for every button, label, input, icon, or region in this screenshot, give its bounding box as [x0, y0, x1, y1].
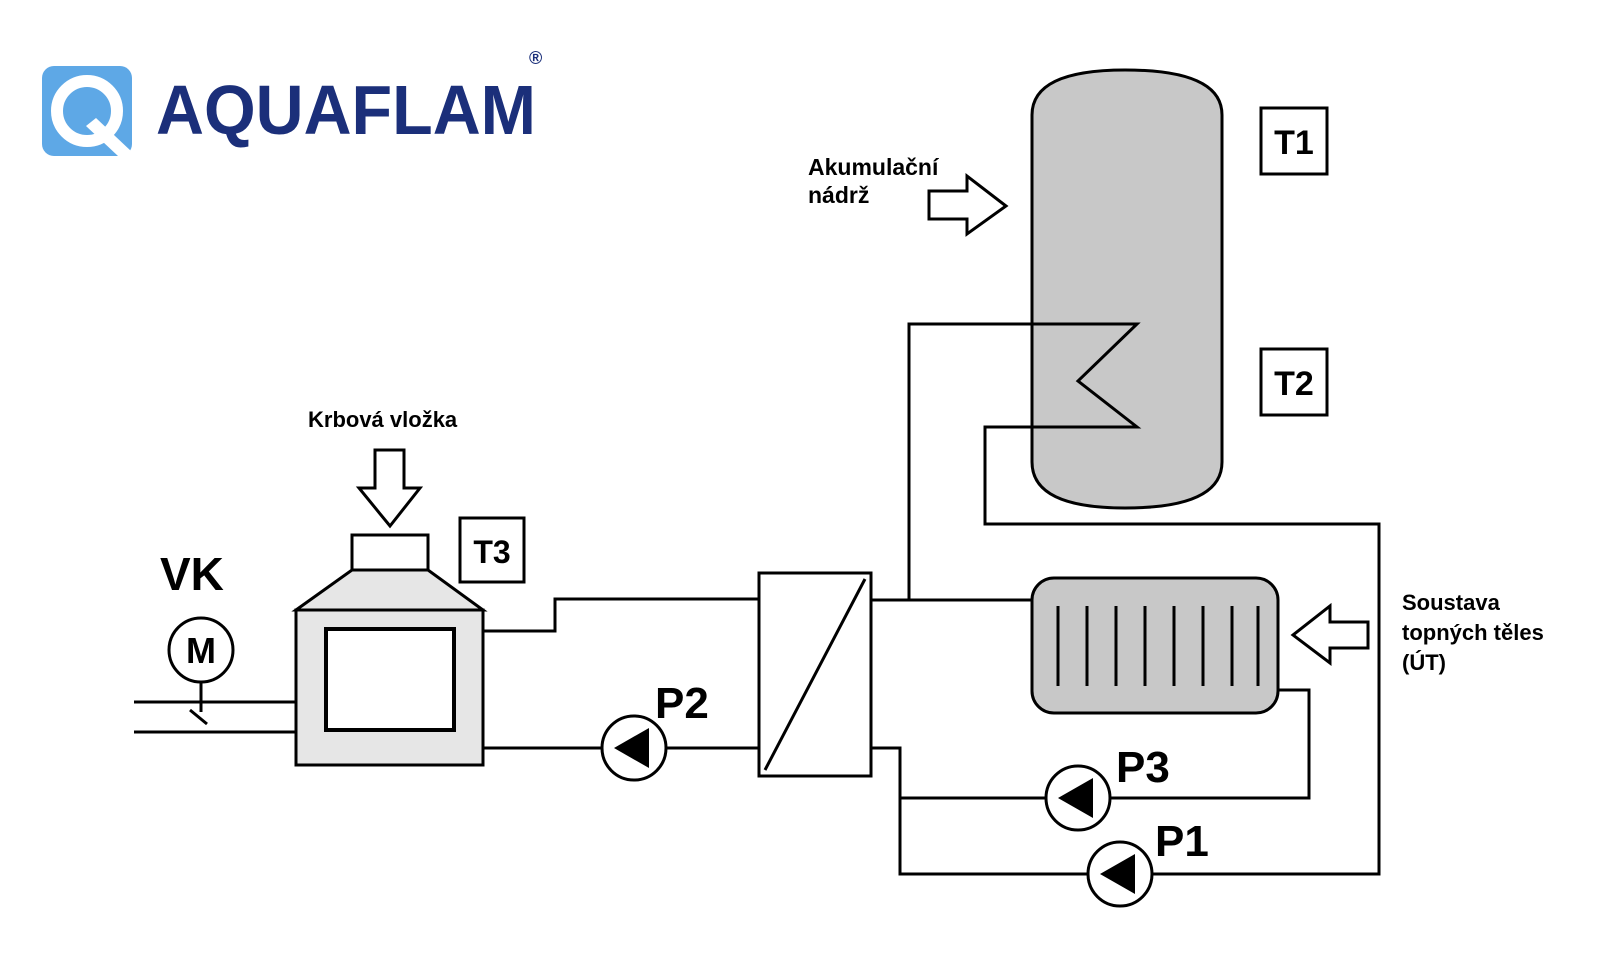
tank-heat-coil	[1032, 322, 1142, 429]
valve-vk: VK M	[160, 548, 235, 726]
valve-motor-label: M	[186, 630, 216, 671]
sensor-t1: T1	[1259, 106, 1329, 176]
radiator-label-line2: topných těles	[1402, 620, 1544, 645]
radiator-label-line3: (ÚT)	[1402, 650, 1446, 675]
aquaflam-q-logo-icon	[42, 66, 132, 156]
tank-label-line2: nádrž	[808, 182, 869, 208]
heat-exchanger	[757, 571, 873, 778]
pump-p3-label: P3	[1116, 743, 1170, 792]
pump-p2: P2	[600, 679, 709, 782]
pump-p1: P1	[1086, 817, 1209, 908]
svg-text:T3: T3	[473, 534, 510, 570]
tank-pointer-arrow-icon	[927, 172, 1009, 237]
accumulation-tank	[1030, 68, 1224, 510]
svg-text:T1: T1	[1274, 124, 1314, 162]
pump-p2-label: P2	[655, 679, 709, 728]
fireplace-insert	[291, 533, 488, 767]
svg-text:T2: T2	[1274, 365, 1314, 403]
sensor-t3: T3	[458, 516, 526, 584]
logo-brand-text: AQUAFLAM	[156, 71, 536, 149]
fireplace-label: Krbová vložka	[308, 407, 458, 432]
logo-registered-mark: ®	[529, 48, 542, 68]
sensor-t2: T2	[1259, 347, 1329, 417]
logo: AQUAFLAM ®	[42, 48, 542, 156]
fireplace-pointer-arrow-icon	[355, 448, 424, 529]
tank-label-line1: Akumulační	[808, 154, 940, 180]
pump-p1-label: P1	[1155, 817, 1209, 866]
radiator	[1030, 576, 1280, 715]
radiator-pointer-arrow-icon	[1290, 602, 1370, 667]
pump-p3: P3	[1044, 743, 1170, 832]
radiator-label-line1: Soustava	[1402, 590, 1501, 615]
valve-label: VK	[160, 548, 224, 600]
